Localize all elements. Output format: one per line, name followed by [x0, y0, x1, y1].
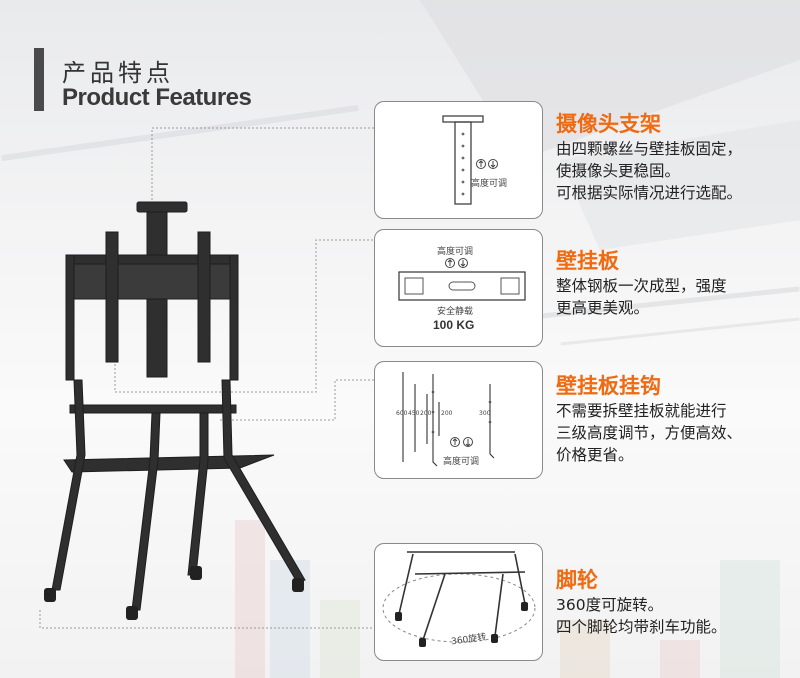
feature-casters: 脚轮 360度可旋转。 四个脚轮均带刹车功能。 [556, 566, 796, 638]
static-load-value: 100 KG [433, 318, 475, 332]
feature-line: 价格更省。 [556, 446, 634, 464]
feature-line: 由四颗螺丝与壁挂板固定， [556, 140, 743, 158]
feature-line: 不需要拆壁挂板就能进行 [556, 402, 727, 420]
up-down-arrows-icon [476, 159, 498, 169]
feature-line: 360度可旋转。 [556, 596, 664, 614]
up-down-arrows-icon [450, 437, 473, 447]
feature-title: 壁挂板挂钩 [556, 374, 661, 398]
dimension-label: 450 [408, 410, 420, 417]
feature-line: 使摄像头更稳固。 [556, 162, 681, 180]
wall-plate-card: 高度可调 安全静载 100 KG [374, 229, 543, 347]
wheel-drawing [382, 551, 536, 647]
feature-title: 脚轮 [556, 568, 598, 592]
up-down-arrows-icon [445, 258, 468, 268]
camera-bracket-card: 高度可调 [374, 101, 543, 219]
connector-lines [39, 127, 374, 629]
hook-drawing [402, 372, 495, 467]
wall-plate-drawing [398, 258, 526, 301]
feature-hooks: 壁挂板挂钩 不需要拆壁挂板就能进行 三级高度调节，方便高效、 价格更省。 [556, 372, 796, 466]
dimension-label: 200 [420, 410, 432, 417]
camera-bracket-drawing [442, 115, 498, 205]
feature-wall-plate: 壁挂板 整体钢板一次成型，强度 更高更美观。 [556, 247, 796, 319]
feature-line: 可根据实际情况进行选配。 [556, 184, 743, 202]
hook-card: 600 450 200 200 300 高度可调 [374, 361, 543, 479]
feature-title: 壁挂板 [556, 249, 619, 273]
dimension-label: 600 [396, 410, 408, 417]
heading-accent-bar [34, 48, 44, 111]
dimension-label: 200 [441, 410, 453, 417]
feature-line: 三级高度调节，方便高效、 [556, 424, 743, 442]
feature-title: 摄像头支架 [556, 112, 661, 136]
wheel-card: 360旋转 [374, 543, 543, 661]
heading-chinese: 产品特点 [62, 59, 174, 87]
feature-camera-bracket: 摄像头支架 由四颗螺丝与壁挂板固定， 使摄像头更稳固。 可根据实际情况进行选配。 [556, 110, 796, 204]
adjustable-label: 高度可调 [471, 179, 508, 189]
feature-line: 更高更美观。 [556, 299, 650, 317]
adjustable-label: 高度可调 [443, 457, 480, 467]
adjustable-label: 高度可调 [437, 247, 474, 257]
caster-wheels [44, 566, 304, 620]
feature-line: 四个脚轮均带刹车功能。 [556, 618, 727, 636]
feature-line: 整体钢板一次成型，强度 [556, 277, 727, 295]
static-load-label: 安全静载 [437, 307, 474, 317]
heading-english: Product Features [62, 84, 252, 111]
dimension-label: 300 [479, 410, 491, 417]
